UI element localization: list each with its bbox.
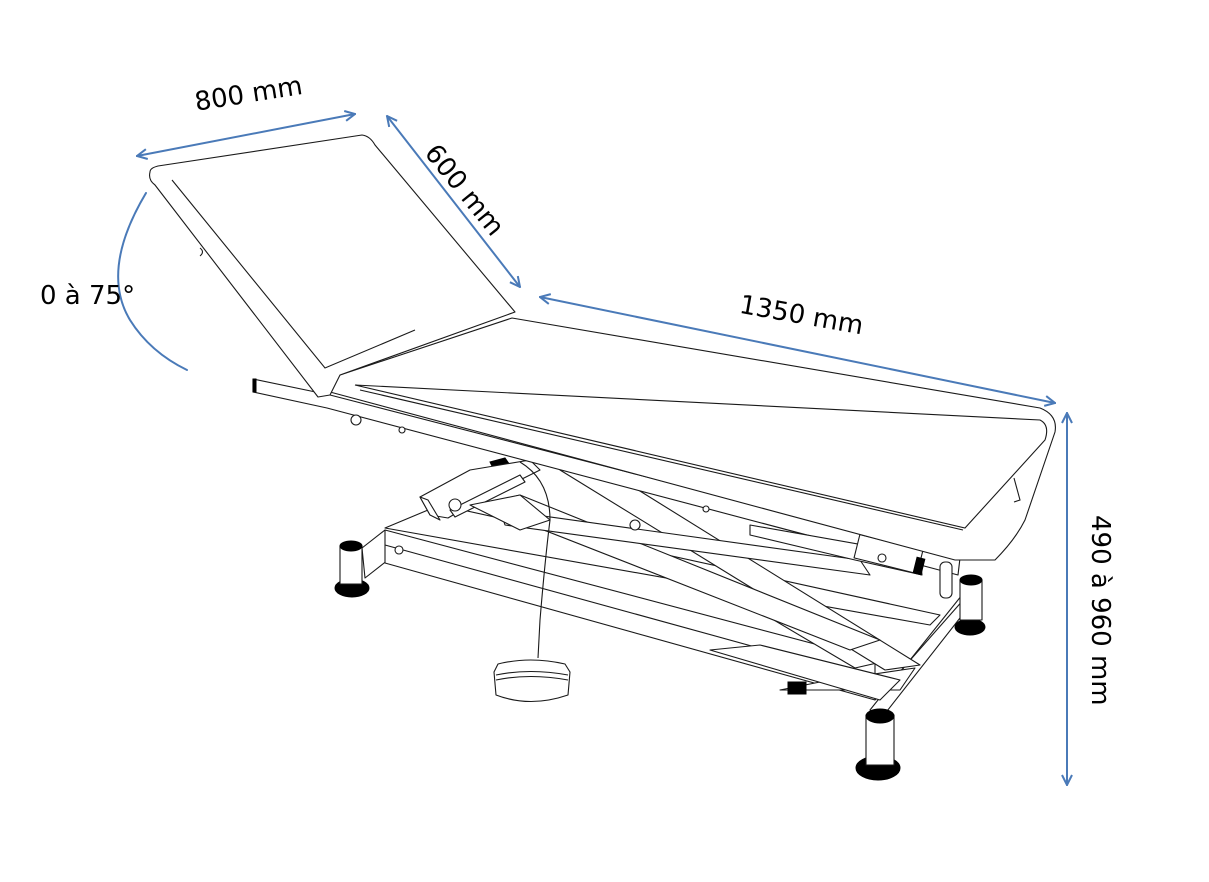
- angle-arc: [117, 192, 188, 371]
- label-backrest-angle: 0 à 75°: [40, 281, 136, 311]
- dimension-lines: [117, 114, 1067, 786]
- foot-front-right: [855, 708, 901, 781]
- leveling-feet: [334, 540, 986, 781]
- scissor-lift: [479, 459, 921, 701]
- side-rail: [252, 378, 961, 599]
- foot-front-left: [334, 540, 370, 598]
- dim-line-600: [387, 116, 520, 287]
- backrest: [149, 134, 516, 398]
- foot-pedal: [493, 461, 571, 702]
- foot-back-right: [954, 574, 986, 636]
- label-height-range: 490 à 960 mm: [1085, 515, 1115, 706]
- dim-line-1350: [540, 297, 1055, 403]
- dim-line-800: [137, 114, 355, 156]
